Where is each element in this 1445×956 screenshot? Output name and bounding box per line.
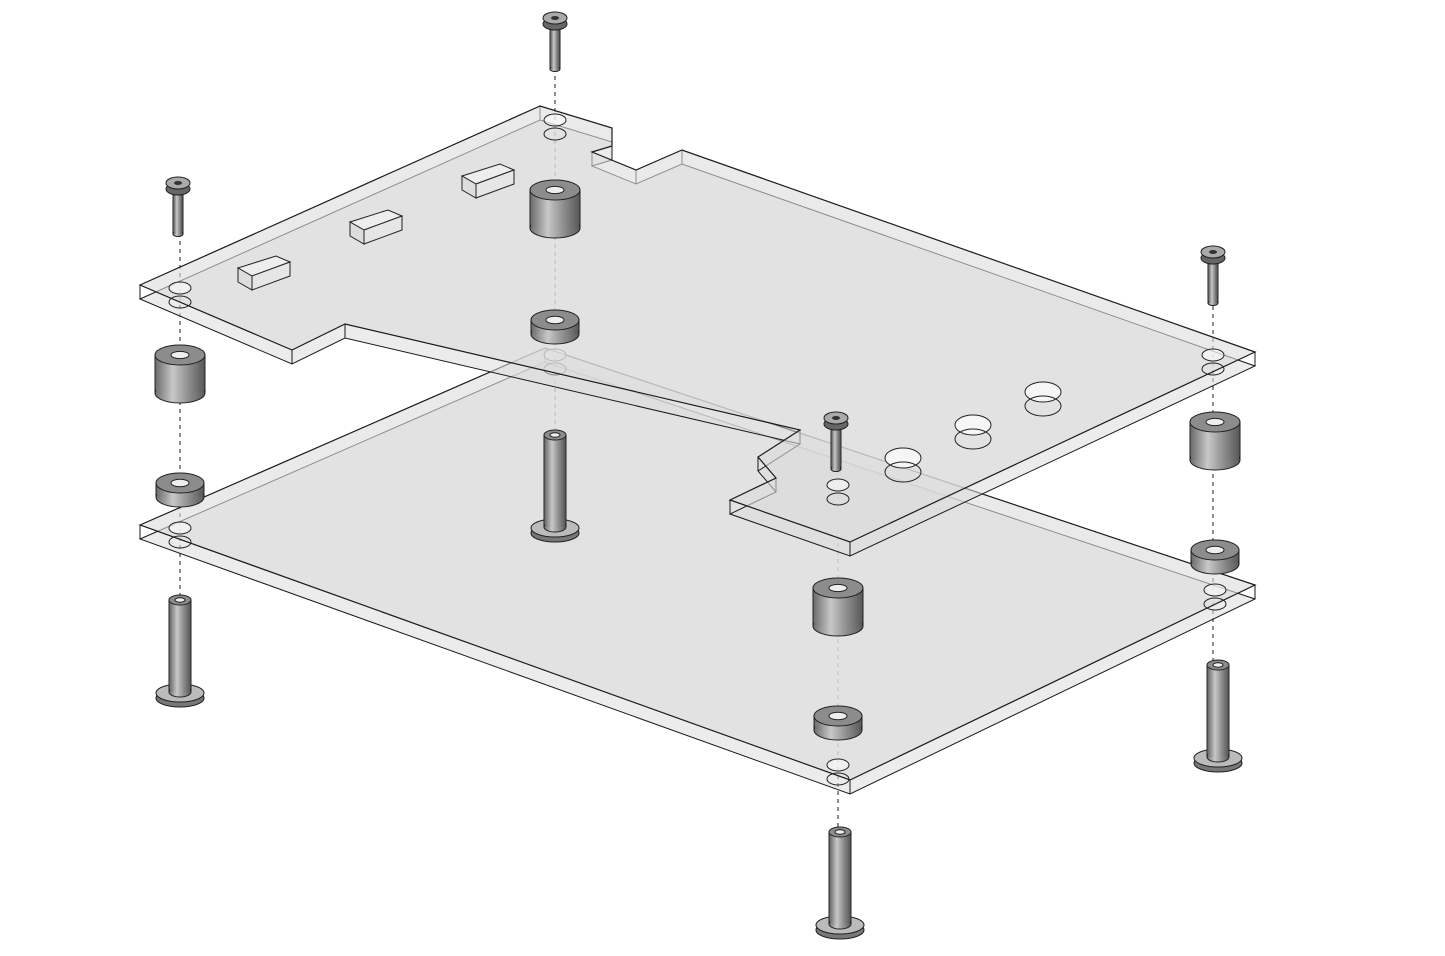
bolt-shaft-bore bbox=[549, 432, 561, 438]
washer-bore bbox=[828, 711, 848, 721]
hex-socket-icon bbox=[551, 16, 559, 20]
bolt-shaft-shade bbox=[170, 600, 190, 692]
bolt-shaft-bore bbox=[1212, 662, 1224, 668]
mount-hole-bottom bbox=[1201, 362, 1225, 376]
upper-hardware bbox=[165, 11, 1241, 472]
spacer-bore bbox=[545, 185, 565, 195]
mount-hole bbox=[826, 478, 850, 492]
connector-cutout-front bbox=[363, 215, 403, 245]
mount-hole bbox=[168, 281, 192, 295]
washer-bore bbox=[545, 315, 565, 325]
washer-bore bbox=[1205, 545, 1225, 555]
round-cutout-bottom bbox=[884, 461, 922, 483]
mount-hole bbox=[543, 113, 567, 127]
spacer-bore bbox=[828, 583, 848, 593]
round-cutout-bottom bbox=[1024, 395, 1062, 417]
bolt-shaft-bore bbox=[834, 829, 846, 835]
mount-hole-bottom bbox=[168, 535, 192, 549]
mount-hole bbox=[1203, 583, 1227, 597]
spacer-bore bbox=[170, 350, 190, 360]
hex-socket-icon bbox=[1209, 250, 1217, 254]
mount-hole bbox=[168, 521, 192, 535]
hex-socket-icon bbox=[832, 416, 840, 420]
bolt-shaft-shade bbox=[830, 832, 850, 924]
lower-hardware bbox=[154, 344, 1243, 940]
mount-hole bbox=[1201, 348, 1225, 362]
mount-hole bbox=[826, 758, 850, 772]
washer-bore bbox=[170, 478, 190, 488]
mount-hole-bottom bbox=[543, 127, 567, 141]
screw-shank-shade bbox=[174, 189, 182, 234]
screw-shank-shade bbox=[551, 24, 559, 69]
hex-socket-icon bbox=[174, 181, 182, 185]
mount-hole-bottom bbox=[168, 295, 192, 309]
bolt-shaft-shade bbox=[545, 435, 565, 527]
screw-shank-shade bbox=[832, 424, 840, 469]
round-cutout-bottom bbox=[954, 428, 992, 450]
connector-cutout-front bbox=[251, 261, 291, 291]
bottom-plate bbox=[138, 347, 1257, 795]
connector-cutout-front bbox=[475, 169, 515, 199]
bottom-plate-surface bbox=[138, 347, 1257, 781]
bolt-shaft-shade bbox=[1208, 665, 1228, 757]
bolt-shaft-bore bbox=[174, 597, 186, 603]
mount-hole-bottom bbox=[826, 772, 850, 786]
top-plate bbox=[138, 105, 1257, 557]
mount-hole-bottom bbox=[1203, 597, 1227, 611]
spacer-bore bbox=[1205, 417, 1225, 427]
screw-shank-shade bbox=[1209, 258, 1217, 303]
mount-hole-bottom bbox=[826, 492, 850, 506]
